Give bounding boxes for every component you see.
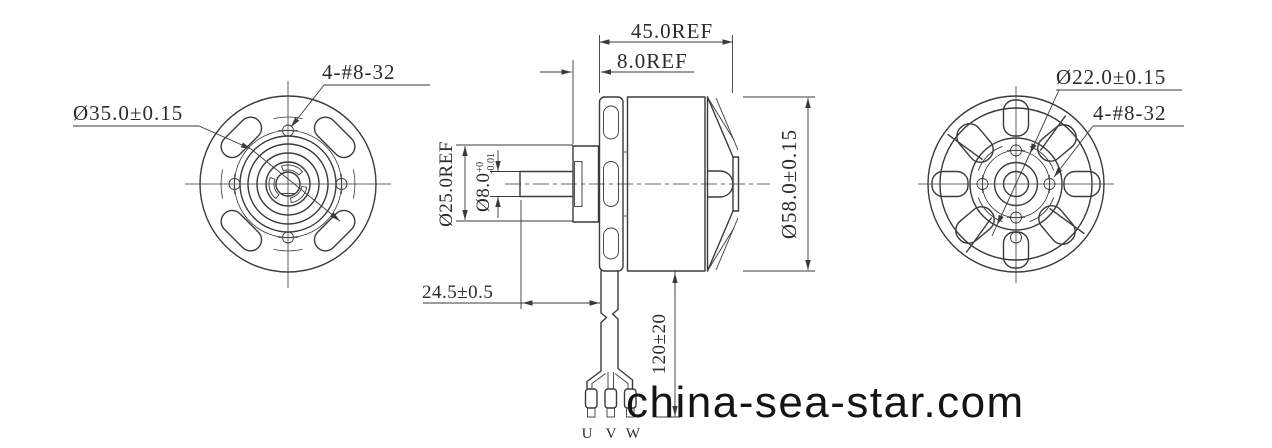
front-screw-holes: [228, 124, 348, 244]
pin-w: [626, 407, 635, 418]
pin-v: [606, 407, 615, 418]
rear-bolt-circle-callout: Ø22.0±0.15: [991, 65, 1182, 237]
motor-body: [626, 96, 706, 272]
rear-bolt-circle-label: Ø22.0±0.15: [1056, 65, 1166, 89]
dim-wire-length: 120±20: [649, 271, 680, 418]
front-inner-circle-2: [247, 143, 329, 225]
rear-screw-callout: 4-#8-32: [1053, 101, 1184, 178]
boss-thickness-label: 8.0REF: [617, 49, 688, 73]
rear-wire-hole: [1010, 231, 1022, 244]
wire-label-u: U: [582, 426, 593, 442]
front-view: 4-#8-32 Ø35.0±0.15: [73, 60, 430, 288]
front-bolt-circle-label: Ø35.0±0.15: [73, 101, 183, 125]
overall-length-label: 45.0REF: [631, 19, 713, 43]
rear-rim-circle: [939, 107, 1093, 261]
watermark-text: china-sea-star.com: [626, 378, 1025, 427]
pin-u: [587, 407, 596, 418]
dim-shaft-length: 24.5±0.5: [422, 200, 600, 309]
dim-overall-length: 45.0REF: [599, 19, 733, 93]
connector-v: [604, 388, 618, 409]
dim-boss-thickness: 8.0REF: [540, 49, 694, 144]
boss-diameter-label: Ø25.0REF: [436, 141, 457, 227]
rear-flange: [598, 96, 628, 272]
front-groove-arcs: [220, 116, 356, 252]
front-outer-circle: [199, 95, 377, 273]
rear-view: Ø22.0±0.15 4-#8-32: [918, 65, 1184, 283]
rear-screw-label: 4-#8-32: [1093, 101, 1167, 125]
shaft-length-label: 24.5±0.5: [422, 282, 493, 303]
dim-boss-diameter: Ø25.0REF: [436, 141, 573, 227]
front-screw-label: 4-#8-32: [322, 60, 396, 84]
rear-screw-holes: [976, 144, 1056, 224]
front-bolt-circle-callout: Ø35.0±0.15: [73, 101, 341, 222]
dim-shaft-diameter: Ø8.0+0-0.01: [473, 150, 520, 218]
motor-wires: U V W: [582, 270, 641, 442]
shaft-diameter-label: Ø8.0+0-0.01: [473, 153, 497, 212]
side-view: U V W 45.0REF 8.0REF Ø25.0REF: [422, 19, 815, 442]
shaft-boss-front: [707, 170, 734, 198]
rear-outer-circle: [927, 95, 1105, 273]
front-inner-circle-3: [256, 152, 320, 216]
bearing-boss: [572, 145, 600, 223]
front-inner-circle-1: [239, 135, 337, 233]
wire-label-w: W: [626, 426, 641, 442]
shaft: [519, 170, 574, 198]
body-diameter-label: Ø58.0±0.15: [777, 129, 801, 239]
wire-label-v: V: [606, 426, 617, 442]
rear-hub-circle: [969, 137, 1063, 231]
rear-bearing-ring: [993, 161, 1039, 207]
dim-body-diameter: Ø58.0±0.15: [743, 96, 815, 272]
wire-length-label: 120±20: [649, 314, 670, 375]
front-screw-callout: 4-#8-32: [290, 60, 430, 128]
boss-lip: [574, 161, 583, 207]
rotor-bell: [706, 96, 740, 272]
connector-u: [584, 388, 598, 409]
rear-center-hole: [1002, 170, 1030, 198]
